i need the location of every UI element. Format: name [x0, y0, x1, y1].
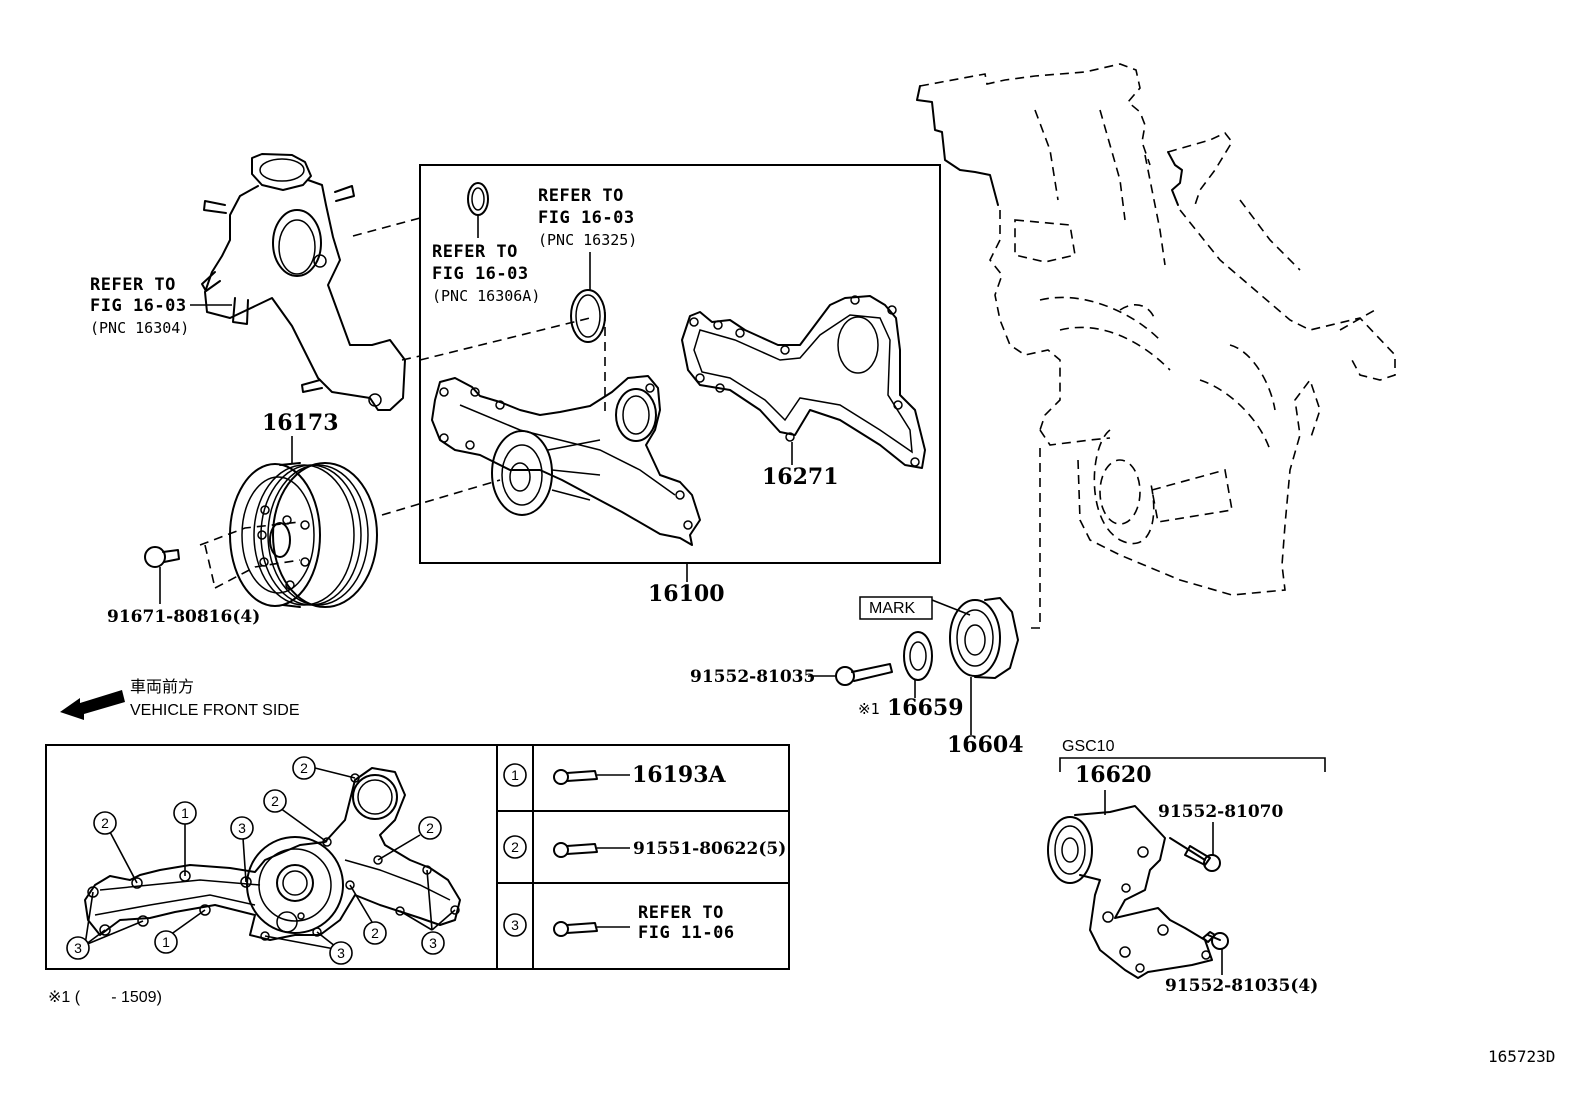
part-label-gasket: 16271: [762, 464, 839, 490]
part-label-tensioner-bolt-2: 91552-81035(4): [1165, 976, 1318, 996]
legend-part: 16193A: [632, 762, 727, 788]
bolt-icon: [553, 842, 598, 858]
callout-2: 2: [263, 789, 287, 813]
legend-num: 1: [511, 767, 519, 783]
ref-line2: FIG 16-03: [432, 264, 529, 284]
svg-text:1: 1: [181, 805, 189, 821]
bolt-location-table: [45, 744, 790, 970]
svg-text:3: 3: [337, 945, 345, 961]
legend-row-3: 3 REFER TO FIG 11-06: [503, 903, 735, 943]
water-pump-assy-box: [419, 164, 941, 564]
ref-line1: REFER TO: [90, 275, 176, 295]
figure-id: 165723D: [1488, 1047, 1555, 1066]
callout-2: 2: [93, 811, 117, 835]
part-label-tensioner-bolt-1: 91552-81070: [1158, 802, 1284, 822]
svg-text:2: 2: [271, 793, 279, 809]
footnote: ※1 ( - 1509): [48, 989, 162, 1006]
svg-text:2: 2: [426, 820, 434, 836]
svg-text:3: 3: [429, 935, 437, 951]
tensioner-group-bracket: [1059, 757, 1326, 772]
bolt-callouts: 2 2 1 3 2 2 3 1 3 2 3: [66, 756, 445, 965]
tensioner-bolt-1-drawing: [1169, 837, 1221, 872]
vehicle-front-indicator: 車両前方 VEHICLE FRONT SIDE: [60, 678, 300, 720]
ref-line2: FIG 16-03: [538, 208, 635, 228]
bolt-icon: [553, 921, 598, 937]
ref-pnc: (PNC 16325): [538, 231, 637, 249]
callout-3: 3: [421, 931, 445, 955]
svg-text:2: 2: [101, 815, 109, 831]
timing-cover-drawing: [916, 63, 1396, 596]
arrow-left-icon: [60, 690, 125, 720]
mark-label: MARK: [869, 600, 916, 617]
tensioner-bolt-2-drawing: [1202, 931, 1229, 950]
callout-3: 3: [329, 941, 353, 965]
idler-cover-note-prefix: ※1: [858, 700, 880, 718]
idler-pulley-drawing: [949, 597, 1019, 679]
callout-1: 1: [173, 801, 197, 825]
pulley-bolt-drawing: [144, 546, 180, 568]
pulley-drawing: [229, 462, 378, 608]
ref-pnc: (PNC 16304): [90, 319, 189, 337]
water-pump-drawing: [431, 375, 701, 546]
legend-num: 3: [511, 917, 519, 933]
part-label-pulley: 16173: [262, 410, 339, 436]
callout-2: 2: [418, 816, 442, 840]
tensioner-group-code: GSC10: [1062, 738, 1115, 755]
legend-ref-line1: REFER TO: [638, 903, 724, 923]
part-label-water-pump-assy: 16100: [648, 581, 725, 607]
part-label-idler-cover: 16659: [887, 695, 964, 721]
idler-cover-drawing: [903, 631, 933, 681]
svg-text:3: 3: [238, 820, 246, 836]
tensioner-drawing: [1047, 805, 1213, 979]
legend-row-2: 2 91551-80622(5): [503, 835, 786, 859]
part-label-idler-bolt: 91552-81035: [690, 667, 815, 687]
svg-text:2: 2: [371, 925, 379, 941]
part-label-idler-pulley: 16604: [947, 732, 1024, 758]
legend-ref-line2: FIG 11-06: [638, 923, 735, 943]
bolt-icon: [553, 769, 598, 785]
reference-note-16304: REFER TO FIG 16-03 (PNC 16304): [90, 275, 232, 337]
gasket-drawing: [681, 295, 926, 469]
ref-line2: FIG 16-03: [90, 296, 187, 316]
callout-2: 2: [363, 921, 387, 945]
part-label-pulley-bolt: 91671-80816(4): [107, 607, 260, 627]
ref-line1: REFER TO: [432, 242, 518, 262]
part-label-tensioner: 16620: [1075, 762, 1152, 788]
legend-row-1: 1 16193A: [503, 762, 727, 788]
vehicle-front-jp: 車両前方: [130, 678, 194, 696]
callout-2: 2: [292, 756, 316, 780]
mark-callout: MARK: [859, 596, 971, 620]
idler-bolt-drawing: [835, 663, 893, 686]
svg-text:3: 3: [74, 940, 82, 956]
ref-pnc: (PNC 16306A): [432, 287, 540, 305]
callout-1: 1: [154, 930, 178, 954]
reference-note-16306a: REFER TO FIG 16-03 (PNC 16306A): [432, 242, 540, 305]
legend-part: 91551-80622(5): [633, 839, 786, 859]
water-inlet-housing-drawing: [201, 153, 406, 411]
reference-note-16325: REFER TO FIG 16-03 (PNC 16325): [538, 186, 637, 249]
ref-line1: REFER TO: [538, 186, 624, 206]
vehicle-front-en: VEHICLE FRONT SIDE: [130, 702, 300, 719]
callout-3: 3: [230, 816, 254, 840]
svg-text:2: 2: [300, 760, 308, 776]
legend-num: 2: [511, 839, 519, 855]
svg-text:1: 1: [162, 934, 170, 950]
callout-3: 3: [66, 936, 90, 960]
